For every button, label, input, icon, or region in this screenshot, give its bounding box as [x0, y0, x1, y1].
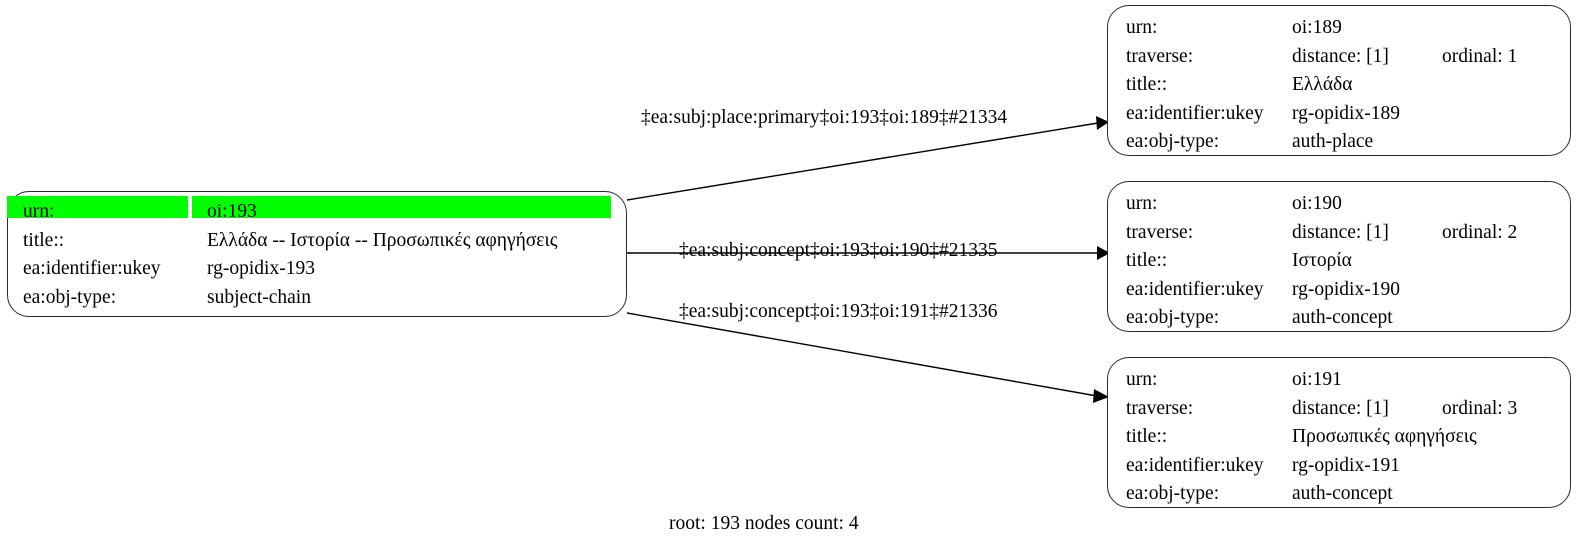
- node-field-table: urn: oi:190 traverse: distance: [1] ordi…: [1126, 182, 1560, 331]
- table-row: title:: Προσωπικές αφηγήσεις: [1126, 423, 1560, 452]
- edge-root-to-191: [626, 312, 1109, 403]
- node-oi-191[interactable]: urn: oi:191 traverse: distance: [1] ordi…: [1107, 357, 1571, 508]
- field-label: urn:: [1126, 369, 1158, 390]
- table-row: ea:obj-type: subject-chain: [23, 284, 616, 313]
- table-row: ea:identifier:ukey rg-opidix-193: [23, 255, 616, 284]
- field-value: Ιστορία: [1292, 250, 1352, 272]
- field-value: distance: [1]: [1292, 221, 1389, 243]
- node-oi-189[interactable]: urn: oi:189 traverse: distance: [1] ordi…: [1107, 5, 1571, 156]
- field-value: oi:189: [1292, 17, 1342, 38]
- edge-path-2: [626, 312, 1098, 397]
- field-value: oi:193: [207, 201, 257, 222]
- field-value: Ελλάδα -- Ιστορία -- Προσωπικές αφηγήσει…: [207, 229, 558, 251]
- field-value: rg-opidix-193: [207, 258, 315, 280]
- row-highlight-right: [192, 195, 611, 218]
- table-row: urn: oi:190: [1126, 190, 1560, 219]
- table-row: title:: Ιστορία: [1126, 247, 1560, 276]
- field-extra: ordinal: 2: [1442, 221, 1518, 243]
- table-row: title:: Ελλάδα: [1126, 71, 1560, 100]
- field-label: ea:obj-type:: [23, 286, 117, 308]
- edge-path-0: [626, 122, 1099, 201]
- field-value: distance: [1]: [1292, 397, 1389, 419]
- node-oi-190[interactable]: urn: oi:190 traverse: distance: [1] ordi…: [1107, 181, 1571, 332]
- row-highlight-left: [7, 195, 188, 218]
- edge-label-concept-191: ‡ea:subj:concept‡oi:193‡oi:191‡#21336: [679, 301, 998, 322]
- table-row: ea:obj-type: auth-concept: [1126, 480, 1560, 509]
- table-row: urn: oi:193: [23, 198, 616, 227]
- field-value: oi:191: [1292, 369, 1342, 390]
- table-row: traverse: distance: [1] ordinal: 3: [1126, 395, 1560, 424]
- field-value: auth-place: [1292, 131, 1374, 153]
- field-label: ea:obj-type:: [1126, 131, 1220, 153]
- node-field-table: urn: oi:189 traverse: distance: [1] ordi…: [1126, 6, 1560, 155]
- field-label: title::: [23, 229, 65, 251]
- node-field-table: urn: oi:193 title:: Ελλάδα -- Ιστορία --…: [23, 192, 616, 316]
- edge-label-concept-190: ‡ea:subj:concept‡oi:193‡oi:190‡#21335: [679, 240, 998, 261]
- field-label: title::: [1126, 426, 1168, 448]
- field-value: oi:190: [1292, 193, 1342, 214]
- field-value: Προσωπικές αφηγήσεις: [1292, 426, 1477, 448]
- field-label: ea:identifier:ukey: [1126, 278, 1264, 300]
- table-row: ea:obj-type: auth-place: [1126, 128, 1560, 157]
- table-row: ea:identifier:ukey rg-opidix-190: [1126, 276, 1560, 305]
- field-label: ea:identifier:ukey: [1126, 454, 1264, 476]
- field-label: title::: [1126, 250, 1168, 272]
- field-value: Ελλάδα: [1292, 74, 1353, 96]
- field-label: ea:obj-type:: [1126, 483, 1220, 505]
- table-row: urn: oi:191: [1126, 366, 1560, 395]
- field-value: auth-concept: [1292, 483, 1393, 505]
- field-value: auth-concept: [1292, 307, 1393, 329]
- field-extra: ordinal: 3: [1442, 397, 1518, 419]
- field-value: distance: [1]: [1292, 45, 1389, 67]
- field-label: urn:: [1126, 17, 1158, 38]
- field-label: traverse:: [1126, 397, 1194, 419]
- table-row: traverse: distance: [1] ordinal: 2: [1126, 219, 1560, 248]
- node-oi-193-root[interactable]: urn: oi:193 title:: Ελλάδα -- Ιστορία --…: [7, 191, 627, 317]
- field-value: rg-opidix-191: [1292, 454, 1400, 476]
- table-row: ea:obj-type: auth-concept: [1126, 304, 1560, 333]
- table-row: ea:identifier:ukey rg-opidix-191: [1126, 452, 1560, 481]
- table-row: traverse: distance: [1] ordinal: 1: [1126, 43, 1560, 72]
- field-label: ea:identifier:ukey: [23, 258, 161, 280]
- field-label: urn:: [1126, 193, 1158, 214]
- field-label: traverse:: [1126, 45, 1194, 67]
- field-label: ea:identifier:ukey: [1126, 102, 1264, 124]
- graph-caption: root: 193 nodes count: 4: [669, 513, 859, 534]
- table-row: ea:identifier:ukey rg-opidix-189: [1126, 100, 1560, 129]
- edge-label-place-primary: ‡ea:subj:place:primary‡oi:193‡oi:189‡#21…: [641, 107, 1008, 128]
- field-value: subject-chain: [207, 286, 311, 308]
- field-label: urn:: [23, 201, 55, 222]
- field-label: traverse:: [1126, 221, 1194, 243]
- node-field-table: urn: oi:191 traverse: distance: [1] ordi…: [1126, 358, 1560, 507]
- field-value: rg-opidix-189: [1292, 102, 1400, 124]
- table-row: title:: Ελλάδα -- Ιστορία -- Προσωπικές …: [23, 227, 616, 256]
- field-label: ea:obj-type:: [1126, 307, 1220, 329]
- field-extra: ordinal: 1: [1442, 45, 1518, 67]
- field-value: rg-opidix-190: [1292, 278, 1400, 300]
- table-row: urn: oi:189: [1126, 14, 1560, 43]
- field-label: title::: [1126, 74, 1168, 96]
